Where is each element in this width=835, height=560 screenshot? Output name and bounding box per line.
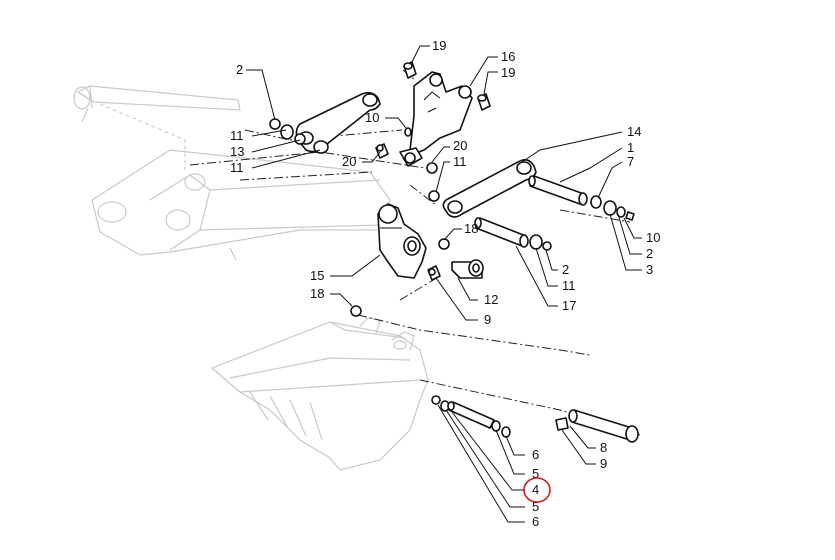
callout-18: 18 <box>310 286 324 301</box>
pin-4 <box>431 395 511 438</box>
callout-4: 4 <box>532 482 539 497</box>
callout-labels: 19 16 19 2 10 11 13 11 20 20 11 14 1 7 1… <box>230 38 660 529</box>
callout-16: 16 <box>501 49 515 64</box>
ghost-boom <box>73 85 391 261</box>
callout-3: 3 <box>646 262 653 277</box>
callout-6: 6 <box>532 447 539 462</box>
callout-9: 9 <box>600 456 607 471</box>
callout-18: 18 <box>464 221 478 236</box>
callout-1: 1 <box>627 140 634 155</box>
callout-19: 19 <box>501 65 515 80</box>
callout-7: 7 <box>627 154 634 169</box>
callout-20: 20 <box>453 138 467 153</box>
callout-5: 5 <box>532 499 539 514</box>
callout-9: 9 <box>484 312 491 327</box>
callout-13: 13 <box>230 144 244 159</box>
callout-12: 12 <box>484 292 498 307</box>
pin-8 <box>555 409 639 443</box>
callout-2: 2 <box>646 246 653 261</box>
link-14 <box>442 158 537 218</box>
callout-6: 6 <box>532 514 539 529</box>
pivot-block-15 <box>377 203 427 279</box>
pin-17 <box>474 217 552 251</box>
bracket-16 <box>399 61 491 167</box>
callout-10: 10 <box>365 110 379 125</box>
callout-19: 19 <box>432 38 446 53</box>
callout-15: 15 <box>310 268 324 283</box>
callout-11: 11 <box>453 154 467 169</box>
callout-11: 11 <box>230 160 244 175</box>
callout-11: 11 <box>562 278 576 293</box>
callout-2: 2 <box>562 262 569 277</box>
callout-10: 10 <box>646 230 660 245</box>
leader-lines <box>246 45 642 523</box>
callout-20: 20 <box>342 154 356 169</box>
pin-1 <box>528 175 635 221</box>
ghost-bucket <box>210 317 429 471</box>
callout-8: 8 <box>600 440 607 455</box>
callout-2: 2 <box>236 62 243 77</box>
callout-11: 11 <box>230 128 244 143</box>
callout-14: 14 <box>627 124 641 139</box>
bushing-12 <box>350 238 484 317</box>
highlight-circle <box>523 477 551 503</box>
callout-5: 5 <box>532 466 539 481</box>
small-fasteners-upper <box>375 127 440 202</box>
callout-17: 17 <box>562 298 576 313</box>
